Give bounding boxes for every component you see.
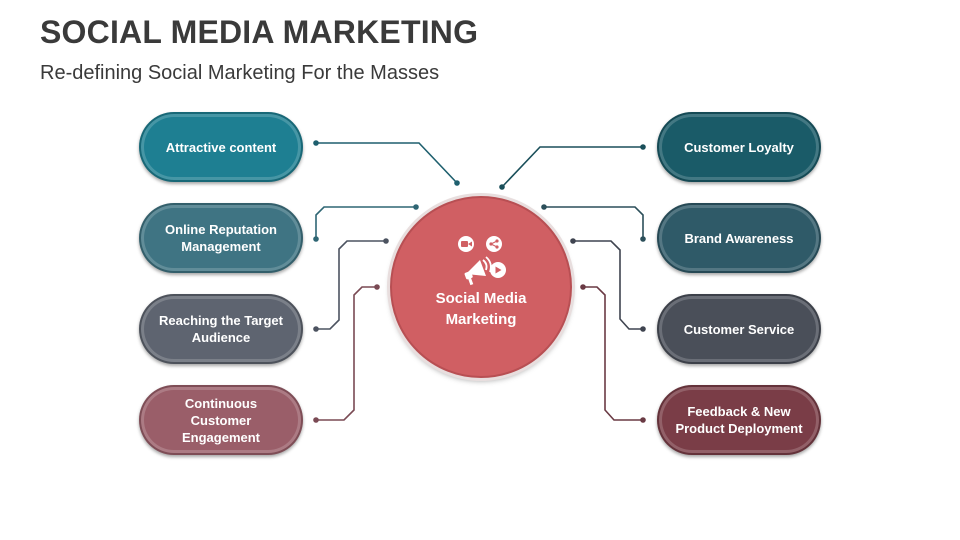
connector-left-1 (316, 142, 458, 184)
connector-left-4 (316, 286, 377, 421)
center-label: Social Media Marketing (435, 290, 527, 328)
page-subtitle: Re-defining Social Marketing For the Mas… (40, 62, 440, 84)
connector-dot (374, 284, 380, 290)
connector-left-3 (316, 240, 386, 330)
connector-dot (541, 204, 547, 210)
pill-feedback-deployment: Feedback & New Product Deployment (657, 385, 821, 455)
pill-label: Feedback & New Product Deployment (675, 404, 803, 436)
pill-label: Reaching the Target Audience (158, 313, 283, 345)
connector-dot (640, 144, 646, 150)
connector-left-2 (315, 206, 416, 239)
pill-label: Customer Loyalty (684, 139, 794, 155)
connector-dot (313, 140, 319, 146)
connector-dot (454, 180, 460, 186)
pill-label: Brand Awareness (684, 230, 794, 246)
connector-dot (640, 236, 646, 242)
megaphone-social-icon (458, 236, 506, 286)
connector-right-4 (583, 286, 643, 421)
connector-right-1 (501, 146, 643, 188)
connector-dot (499, 184, 505, 190)
connector-dot (570, 238, 576, 244)
pill-label: Customer Service (683, 321, 795, 337)
pill-label: Continuous Customer Engagement (181, 395, 260, 445)
pill-label: Online Reputation Management (165, 222, 277, 254)
pill-customer-loyalty: Customer Loyalty (657, 112, 821, 182)
connector-dot (383, 238, 389, 244)
page-title: SOCIAL MEDIA MARKETING (40, 14, 479, 50)
connector-dot (413, 204, 419, 210)
pill-customer-service: Customer Service (657, 294, 821, 364)
connector-dot (580, 284, 586, 290)
pill-online-reputation: Online Reputation Management (139, 203, 303, 273)
pill-attractive-content: Attractive content (139, 112, 303, 182)
pill-reaching-audience: Reaching the Target Audience (139, 294, 303, 364)
connector-dot (313, 417, 319, 423)
center-hub: Social Media Marketing (390, 196, 572, 378)
pill-label: Attractive content (165, 139, 277, 155)
pill-brand-awareness: Brand Awareness (657, 203, 821, 273)
connector-right-3 (573, 240, 643, 330)
connector-dot (640, 417, 646, 423)
connector-dot (313, 326, 319, 332)
connector-dot (313, 236, 319, 242)
connector-dot (640, 326, 646, 332)
pill-customer-engagement: Continuous Customer Engagement (139, 385, 303, 455)
connector-right-2 (544, 206, 644, 239)
